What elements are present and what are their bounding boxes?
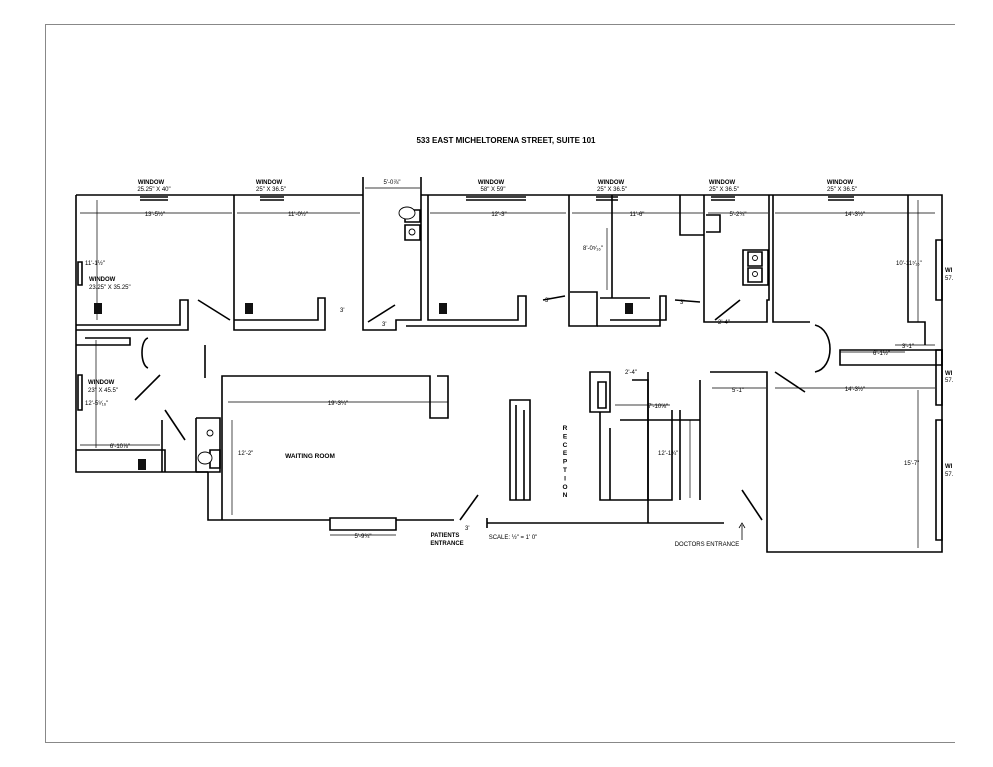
sink-icon bbox=[408, 228, 416, 236]
dimension-label: 12'-3" bbox=[491, 212, 506, 218]
window-labels: WINDOW 25.25" X 40" WINDOW 25" X 36.5" W… bbox=[88, 180, 954, 478]
dimension-label: 14'-3½" bbox=[845, 386, 865, 393]
reception-letter: N bbox=[563, 492, 568, 499]
sink-icon bbox=[206, 429, 214, 437]
patients-entrance-label-2: ENTRANCE bbox=[430, 541, 463, 547]
side-window-label-2: WI bbox=[945, 371, 953, 377]
dimension-lines bbox=[80, 187, 935, 548]
window-label-8: WINDOW bbox=[88, 380, 115, 386]
window-size-4: 25" X 36.5" bbox=[597, 187, 627, 193]
dimension-label: 8'-0⁵⁄₁₆" bbox=[583, 245, 603, 252]
dimension-label: 3' bbox=[545, 298, 549, 304]
dimension-label: 19'-3¼" bbox=[328, 401, 348, 407]
equipment-marker-icon bbox=[625, 303, 633, 314]
walls bbox=[75, 177, 943, 553]
dimension-label: 6'-10⅞" bbox=[110, 444, 130, 450]
dimension-label: 3' bbox=[465, 526, 469, 532]
sink-icon bbox=[752, 255, 758, 261]
window-size-2: 25" X 36.5" bbox=[256, 187, 286, 193]
dimension-label: 7'-10⅝" bbox=[648, 404, 668, 410]
window-size-6: 25" X 36.5" bbox=[827, 187, 857, 193]
side-window-size-2: 57. bbox=[945, 378, 954, 384]
doctors-entrance-arrow-icon bbox=[738, 522, 746, 540]
reception-letter: O bbox=[562, 484, 567, 491]
window-label-4: WINDOW bbox=[598, 180, 625, 186]
equipment-marker-icon bbox=[138, 459, 146, 470]
dimension-label: 15'-7" bbox=[904, 461, 919, 467]
dimension-label: 3' bbox=[680, 300, 684, 306]
scale-label: SCALE: ½" = 1' 0" bbox=[489, 534, 538, 541]
window-label-2: WINDOW bbox=[256, 180, 283, 186]
window-size-5: 25" X 36.5" bbox=[709, 187, 739, 193]
window-label-5: WINDOW bbox=[709, 180, 736, 186]
waiting-room-label: WAITING ROOM bbox=[285, 453, 335, 460]
reception-letter: I bbox=[564, 475, 566, 482]
dimension-label: 5'-2¾" bbox=[730, 212, 747, 218]
dimension-label: 11'-1½" bbox=[85, 260, 105, 267]
dimension-label: 6'-1½" bbox=[873, 350, 890, 357]
dimension-label: 3' bbox=[382, 322, 386, 328]
toilet-icon bbox=[197, 451, 213, 465]
dimension-label: 12'-5⁹⁄₁₆" bbox=[85, 400, 108, 407]
reception-letter: E bbox=[563, 433, 568, 440]
dimension-label: 3'-1" bbox=[902, 344, 914, 350]
window-label-1: WINDOW bbox=[138, 180, 165, 186]
dimension-label: 5'-1" bbox=[732, 388, 744, 394]
dimension-label: 12'-2" bbox=[238, 451, 253, 457]
sink-icon bbox=[752, 271, 758, 277]
dimension-label: 5'-9¾" bbox=[355, 534, 372, 540]
side-window-size-3: 57. bbox=[945, 472, 954, 478]
toilets bbox=[197, 206, 758, 465]
side-window-label-1: WI bbox=[945, 268, 953, 274]
equipment-marker-icon bbox=[94, 303, 102, 314]
dimension-label: 11'-0½" bbox=[288, 211, 308, 218]
window-size-3: 58" X 59" bbox=[481, 187, 506, 193]
dimension-label: 3' bbox=[340, 308, 344, 314]
equipment-marker-icon bbox=[245, 303, 253, 314]
doctors-entrance-label: DOCTORS ENTRANCE bbox=[675, 542, 740, 548]
dimension-label: 10'-11⁷⁄₁₆" bbox=[896, 260, 922, 267]
side-window-label-3: WI bbox=[945, 464, 953, 470]
window-size-1: 25.25" X 40" bbox=[137, 187, 170, 193]
side-window-size-1: 57. bbox=[945, 276, 954, 282]
window-label-3: WINDOW bbox=[478, 180, 505, 186]
dimension-label: 2'-4" bbox=[718, 320, 730, 326]
equipment-markers bbox=[94, 303, 633, 470]
dimension-labels: 13'-5½" 11'-0½" 5'-0⅞" 12'-3" 11'-6" 5'-… bbox=[85, 180, 922, 540]
dimension-label: 12'-1¾" bbox=[658, 451, 678, 457]
reception-letter: R bbox=[563, 425, 568, 432]
drawing-sheet-border bbox=[45, 24, 955, 743]
dimension-label: 2'-4" bbox=[625, 370, 637, 376]
dimension-label: 5'-0⅞" bbox=[384, 180, 401, 186]
dimension-label: 14'-3½" bbox=[845, 211, 865, 218]
reception-letter: E bbox=[563, 450, 568, 457]
equipment-marker-icon bbox=[439, 303, 447, 314]
window-size-7: 23.25" X 35.25" bbox=[89, 285, 131, 291]
dimension-label: 11'-6" bbox=[630, 212, 645, 218]
toilet-icon bbox=[398, 206, 416, 220]
reception-letter: C bbox=[563, 442, 568, 449]
window-label-6: WINDOW bbox=[827, 180, 854, 186]
reception-letter: P bbox=[563, 459, 568, 466]
dimension-label: 13'-5½" bbox=[145, 211, 165, 218]
plan-title: 533 EAST MICHELTORENA STREET, SUITE 101 bbox=[416, 136, 596, 145]
window-size-8: 23" X 45.5" bbox=[88, 388, 118, 394]
patients-entrance-label-1: PATIENTS bbox=[431, 533, 460, 539]
window-label-7: WINDOW bbox=[89, 277, 116, 283]
reception-letter: T bbox=[563, 467, 567, 474]
